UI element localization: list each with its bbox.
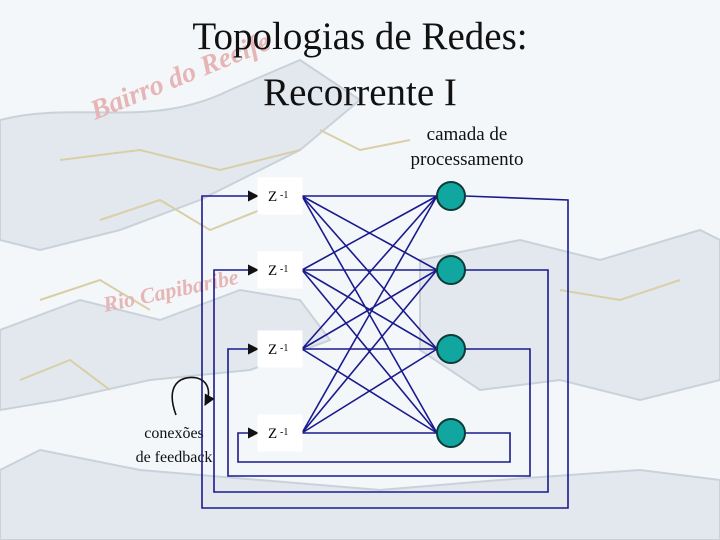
delay-exponent: -1 <box>280 343 288 354</box>
feedback-line-3 <box>227 343 531 477</box>
neuron-1 <box>436 181 466 211</box>
feedback-label-line-1: conexões <box>144 425 204 442</box>
delay-box <box>257 330 303 368</box>
connection-line <box>301 195 438 434</box>
processing-layer-label: camada de processamento <box>392 122 542 172</box>
connection-line <box>301 269 438 434</box>
delay-unit-3: Z-1 <box>257 330 303 368</box>
connection-line <box>301 195 438 271</box>
connection-line <box>301 348 438 434</box>
delay-box <box>257 251 303 289</box>
neuron-4 <box>436 418 466 448</box>
delay-unit-1: Z-1 <box>257 177 303 215</box>
processing-neurons <box>436 181 466 448</box>
connection-line <box>301 269 438 350</box>
connection-lines <box>301 195 438 434</box>
delay-box <box>257 414 303 452</box>
processing-layer-label-line-2: processamento <box>410 149 524 170</box>
feedback-line-2 <box>213 264 549 493</box>
delay-exponent: -1 <box>280 427 288 438</box>
delay-unit-2: Z-1 <box>257 251 303 289</box>
delay-exponent: -1 <box>280 190 288 201</box>
delay-symbol: Z <box>268 426 277 442</box>
feedback-connections-label: conexões de feedback <box>116 422 232 470</box>
neuron-3 <box>436 334 466 364</box>
title-line-2: Recorrente I <box>263 71 457 114</box>
delay-unit-4: Z-1 <box>257 414 303 452</box>
delay-units: Z-1Z-1Z-1Z-1 <box>257 177 303 452</box>
neuron-2 <box>436 255 466 285</box>
connection-line <box>301 195 438 350</box>
delay-symbol: Z <box>268 263 277 279</box>
title-line-1: Topologias de Redes: <box>192 15 528 58</box>
delay-symbol: Z <box>268 189 277 205</box>
feedback-label-line-2: de feedback <box>135 449 213 466</box>
delay-box <box>257 177 303 215</box>
feedback-line-1 <box>201 190 569 509</box>
feedback-line-4 <box>237 427 511 463</box>
processing-layer-label-line-1: camada de <box>426 124 508 145</box>
delay-symbol: Z <box>268 342 277 358</box>
feedback-lines <box>201 190 569 509</box>
feedback-curved-arrow <box>171 376 215 416</box>
delay-exponent: -1 <box>280 264 288 275</box>
